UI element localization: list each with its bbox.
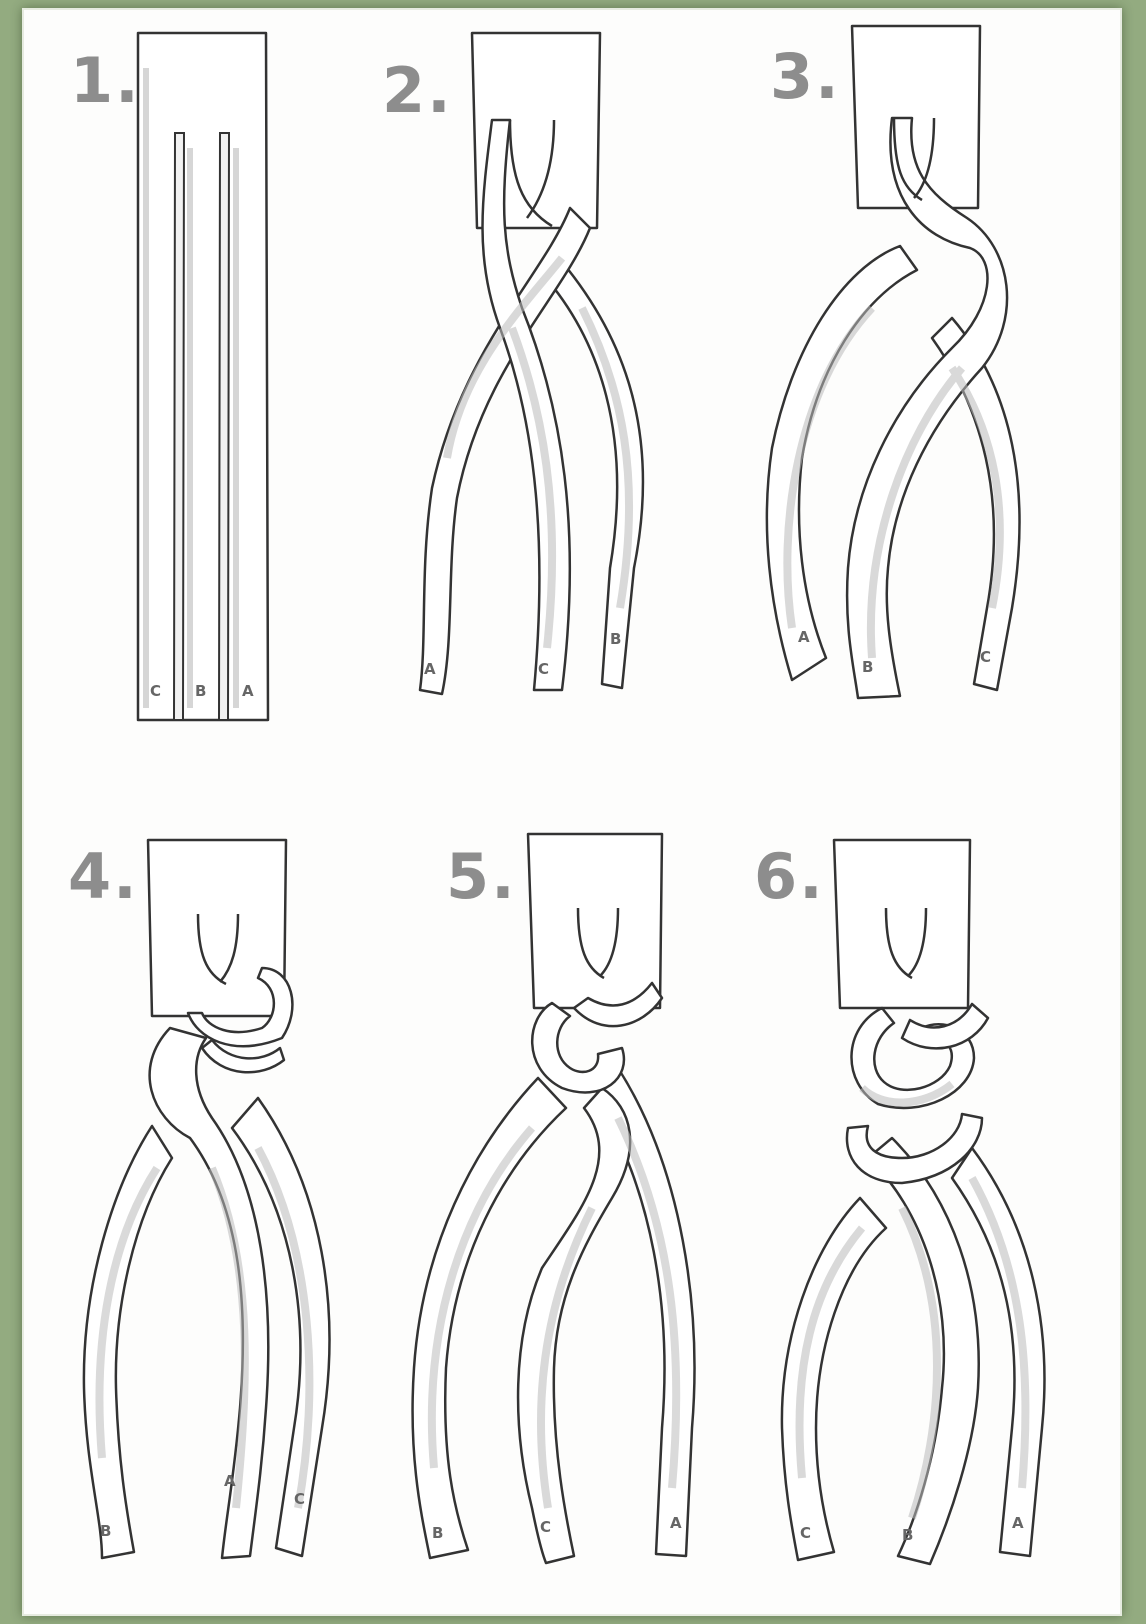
step-6-strand-label-b: B <box>902 1526 913 1544</box>
step-6-diagram: C B A <box>22 8 1122 1616</box>
illustration-sheet: 1. C B A 2. <box>22 8 1122 1616</box>
step-6-strand-label-a: A <box>1012 1514 1024 1532</box>
step-6-strand-label-c: C <box>800 1524 811 1542</box>
